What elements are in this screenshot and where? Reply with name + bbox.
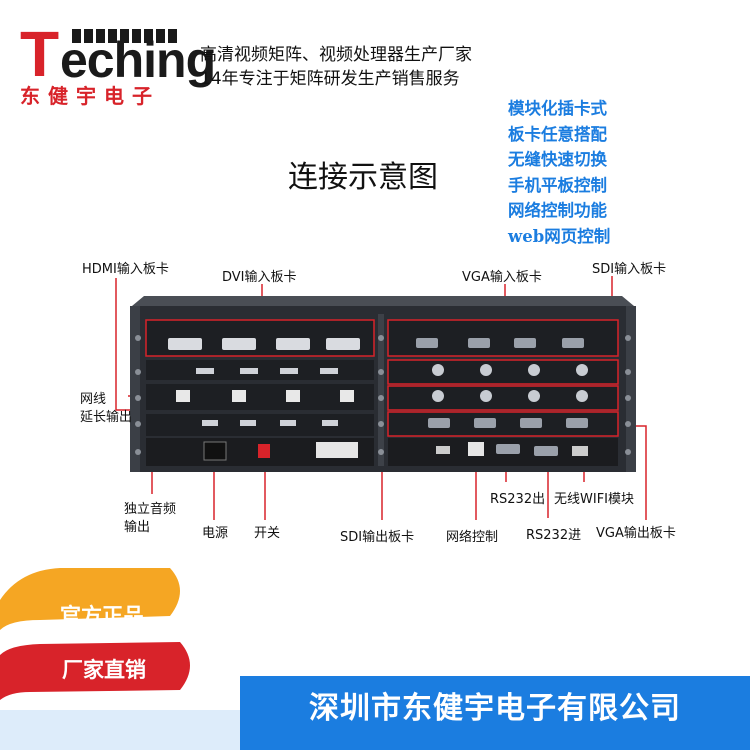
company-name: 深圳市东健宇电子有限公司 [309,691,681,726]
company-banner [240,676,750,750]
feature-item: 无缝快速切换 [508,150,607,169]
label-audio-1: 独立音频 [124,502,177,517]
label-switch: 开关 [254,526,281,541]
matrix-device [130,296,636,472]
label-network-ext-1: 网线 [80,392,107,407]
feature-item: 板卡任意搭配 [508,124,607,144]
feature-item: 模块化插卡式 [508,99,607,118]
tagline-2: 14年专注于矩阵研发生产销售服务 [200,69,460,89]
feature-item: web网页控制 [508,226,611,246]
label-rs232-in: RS232进 [526,528,582,543]
label-hdmi-input-card: HDMI输入板卡 [82,262,169,277]
label-sdi-input-card: SDI输入板卡 [592,262,667,277]
logo-bars [72,28,190,43]
label-audio-2: 输出 [124,520,151,535]
label-network-control: 网络控制 [446,530,499,545]
badge-official: 官方正品 [60,604,144,628]
label-rs232-out: RS232出 [490,492,546,507]
badge-direct-sale: 厂家直销 [62,658,146,682]
logo-letter-t: T [20,18,60,90]
feature-list: 模块化插卡式 板卡任意搭配 无缝快速切换 手机平板控制 网络控制功能 web网页… [508,96,610,249]
diagram-title: 连接示意图 [288,160,438,195]
logo: T eching [20,14,216,90]
label-power: 电源 [202,526,229,541]
logo-cn-name: 东健宇电子 [20,84,160,108]
label-dvi-input-card: DVI输入板卡 [222,270,297,285]
label-wifi-module: 无线WIFI模块 [554,492,634,507]
feature-item: 手机平板控制 [508,175,607,195]
label-network-ext-2: 延长输出 [80,410,133,425]
logo-word-rest: eching [60,32,216,88]
badge-background [0,568,240,750]
label-vga-output-card: VGA输出板卡 [596,526,676,541]
label-sdi-output-card: SDI输出板卡 [340,530,415,545]
label-vga-input-card: VGA输入板卡 [462,270,542,285]
feature-item: 网络控制功能 [508,201,607,220]
tagline-1: 高清视频矩阵、视频处理器生产厂家 [200,45,472,65]
